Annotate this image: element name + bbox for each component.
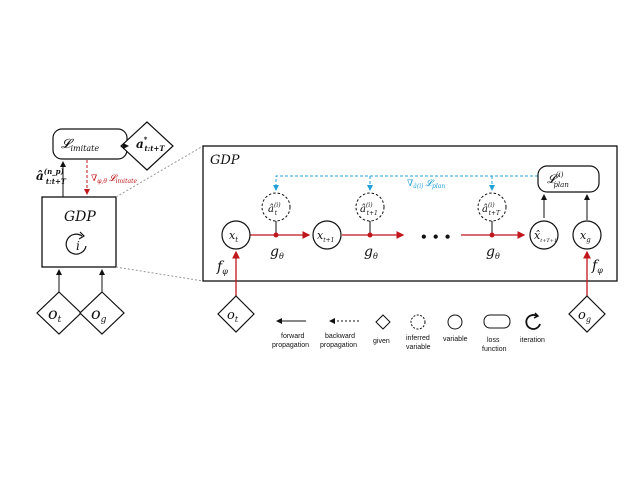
input-og-diamond <box>79 291 125 335</box>
legend-loss-label-2: function <box>482 346 507 353</box>
state-xtT-label: x̂t+T+1 <box>534 229 557 244</box>
plan-gradient-label: ∇â(i)𝓛plan <box>407 179 445 190</box>
dynamics-label-3: gθ <box>486 244 500 261</box>
iteration-label: i <box>76 239 80 253</box>
panel-input-og-diamond <box>568 295 606 333</box>
legend-variable-circle-icon <box>447 314 463 330</box>
legend-inferred-circle-icon <box>410 314 426 330</box>
legend-variable-label: variable <box>443 336 468 343</box>
state-xt1-label: xt+1 <box>317 229 334 244</box>
legend-forward-label-2: propagation <box>272 342 309 349</box>
plan-loss-box <box>537 165 600 193</box>
state-xg-label: xg <box>580 229 591 244</box>
dynamics-label-2: gθ <box>364 244 378 261</box>
inferred-action-tT <box>477 192 507 222</box>
input-og-label: og <box>91 304 107 325</box>
plan-loss-label: 𝓛(i)plan <box>547 171 569 189</box>
target-action-diamond <box>120 121 174 171</box>
inferred-action-t1 <box>355 192 385 222</box>
inferred-action-t-label: â(i)t <box>268 202 281 217</box>
legend-backward-label-1: backward <box>325 333 355 340</box>
panel-input-og-label: og <box>578 308 591 324</box>
input-ot-diamond <box>36 291 82 335</box>
zoom-line-bottom <box>115 266 204 282</box>
legend-forward-label-1: forward <box>281 333 304 340</box>
gdp-box <box>41 196 117 268</box>
legend-backward-label-2: propagation <box>320 342 357 349</box>
dynamics-label-1: gθ <box>270 244 284 261</box>
state-xtT <box>529 220 559 250</box>
panel-title: GDP <box>210 153 240 168</box>
plan-gradient-path <box>273 175 538 191</box>
gdp-title: GDP <box>64 209 96 225</box>
legend-given-label: given <box>373 338 390 345</box>
panel-input-ot-diamond <box>217 295 255 333</box>
legend-iteration-icon <box>525 314 541 330</box>
ellipsis-dots: • • • <box>420 230 451 244</box>
legend-iteration-label: iteration <box>520 337 545 344</box>
legend: forward propagation backward propagation… <box>272 312 545 353</box>
predicted-action-label: â(n_p)t:t+T <box>36 167 67 186</box>
legend-given-diamond-icon <box>375 314 391 330</box>
target-action-label: a*t:t+T <box>136 135 165 153</box>
encoder-label-right: fφ <box>591 258 603 275</box>
state-xt <box>221 220 251 250</box>
legend-loss-box-icon <box>483 314 511 329</box>
inferred-action-t <box>261 192 291 222</box>
legend-loss-label-1: loss <box>487 337 500 344</box>
input-ot-label: ot <box>48 304 62 325</box>
inferred-action-t1-label: â(i)t+1 <box>360 202 378 217</box>
inferred-action-tT-label: â(i)t+T <box>482 202 501 217</box>
state-xg <box>572 220 602 250</box>
legend-inferred-label-2: variable <box>406 344 431 351</box>
panel-input-ot-label: ot <box>227 308 239 324</box>
iteration-icon <box>65 233 87 255</box>
zoom-line-top <box>115 145 204 198</box>
legend-inferred-label-1: inferred <box>406 335 430 342</box>
state-xt-label: xt <box>229 229 238 244</box>
gdp-detail-panel: GDP ∇â(i)𝓛plan 𝓛(i)plan â(i)t â(i)t+1 â(… <box>202 145 618 282</box>
state-xt1 <box>312 220 342 250</box>
encoder-label-left: fφ <box>216 259 228 276</box>
